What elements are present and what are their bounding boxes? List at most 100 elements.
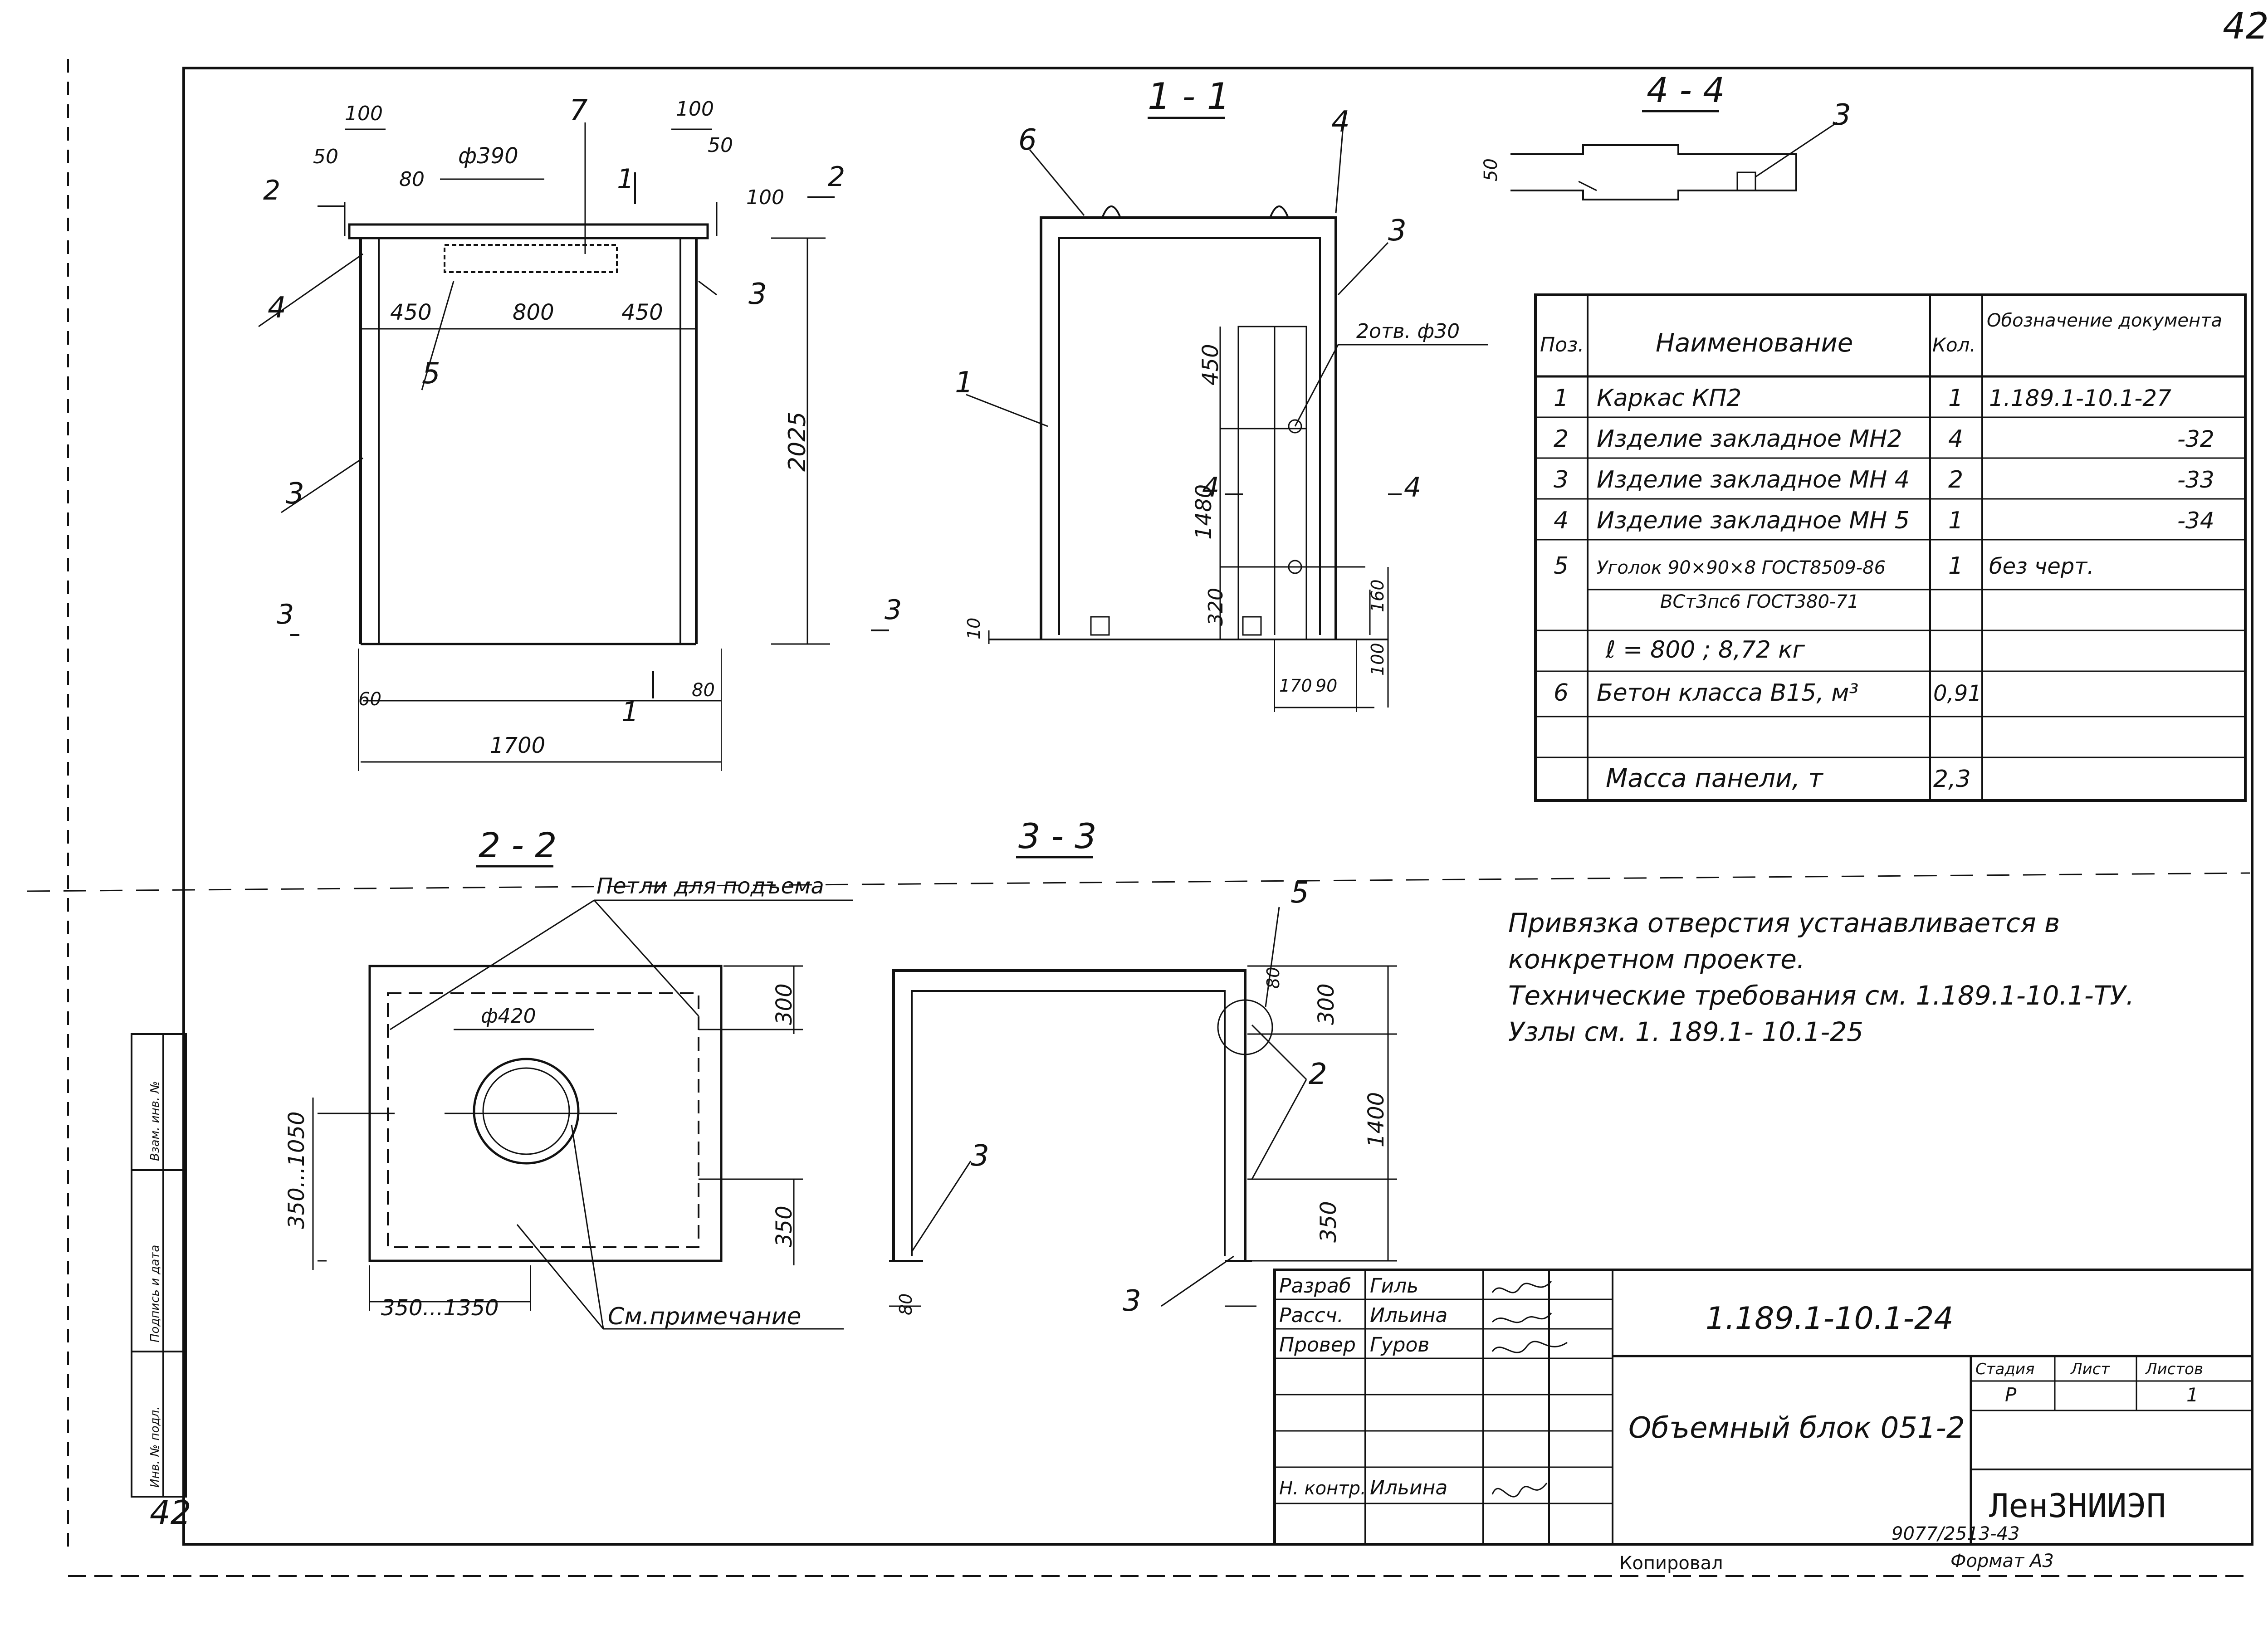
s22-dim: 350 [772, 1205, 797, 1247]
s33-callout: 2 [1309, 1058, 1327, 1091]
plan-dim: 50 [708, 134, 733, 157]
tb-role: Провер [1279, 1333, 1356, 1357]
plan-cut-mark: 3 [885, 594, 902, 626]
title-block: Разраб Рассч. Провер Н. контр. Гиль Ильи… [1273, 1269, 2253, 1546]
tb-stage-label: Стадия [1975, 1360, 2034, 1378]
tb-name: Гиль [1370, 1274, 1418, 1298]
section-2-2: ф420 300 350...1050 350 350...1350 Петли… [284, 873, 853, 1330]
format-label: Формат А3 [1950, 1551, 2054, 1571]
spec-cell: Уголок 90×90×8 ГОСТ8509-86 [1597, 557, 1886, 578]
spec-header-pos: Поз. [1540, 333, 1584, 356]
spec-cell: Каркас КП2 [1597, 385, 1741, 412]
note-line: Узлы см. 1. 189.1- 10.1-25 [1508, 1016, 1863, 1047]
s22-dim: 350...1350 [381, 1295, 499, 1321]
plan-cut-mark: 1 [621, 696, 639, 728]
spec-cell: 0,91 [1933, 681, 1982, 706]
s11-callout: 6 [1018, 123, 1037, 157]
plan-dim: 80 [692, 680, 715, 701]
s22-dim: 350...1050 [284, 1111, 309, 1229]
notes: Привязка отверстия устанавливается в кон… [1508, 908, 2134, 1047]
spec-cell: 2 [1554, 425, 1569, 453]
spec-cell: -32 [2177, 426, 2214, 452]
plan-cut-mark: 1 [617, 163, 634, 195]
s33-callout: 3 [971, 1139, 989, 1173]
plan-view: 100 50 80 ф390 100 50 100 450 800 450 20… [258, 94, 902, 771]
spec-cell: 1 [1948, 507, 1963, 534]
tb-organization: ЛенЗНИИЭП [1989, 1487, 2166, 1525]
plan-dim: 50 [313, 145, 338, 168]
stamp-signature-label: Подпись и дата [148, 1245, 162, 1342]
plan-cut-mark: 2 [828, 161, 845, 193]
s33-dim: 80 [896, 1293, 916, 1315]
s11-cut-mark: 4 [1202, 472, 1219, 503]
s22-note-label: См.примечание [608, 1303, 801, 1330]
plan-dim: 100 [746, 186, 784, 209]
s11-dim: 1480 [1191, 484, 1217, 540]
section-3-3: 80 300 1400 350 80 5 2 3 3 [889, 876, 1397, 1318]
spec-cell: Бетон класса В15, м³ [1597, 679, 1858, 707]
plan-dim: 450 [390, 300, 432, 325]
spec-cell: без черт. [1989, 554, 2094, 579]
plan-cut-mark: 3 [277, 599, 294, 630]
inventory-number: 9077/2513-43 [1892, 1523, 2019, 1544]
plan-dim: ф390 [458, 143, 518, 169]
s11-dim: 10 [964, 618, 984, 639]
spec-cell: Изделие закладное МН 4 [1597, 466, 1910, 493]
section-title-1-1: 1 - 1 [1148, 75, 1230, 117]
plan-callout: 7 [569, 94, 588, 127]
plan-dim: 800 [513, 300, 554, 325]
s33-dim: 350 [1316, 1201, 1341, 1243]
left-stamp: Инв. № подл. Подпись и дата Взам. инв. № [131, 1033, 187, 1498]
spec-cell: 4 [1948, 425, 1963, 453]
tb-role: Н. контр. [1279, 1478, 1366, 1499]
left-stamp-number: 42 [150, 1493, 191, 1532]
tb-sheets: 1 [2186, 1384, 2199, 1406]
copied-label: Копировал [1619, 1553, 1723, 1574]
plan-dim: 100 [676, 98, 714, 121]
s11-callout: 3 [1388, 214, 1407, 248]
page-number: 42 [2223, 5, 2268, 47]
note-line: Технические требования см. 1.189.1-10.1-… [1508, 980, 2134, 1011]
s33-dim: 300 [1314, 983, 1339, 1025]
spec-cell: 1 [1948, 385, 1963, 412]
spec-cell: -34 [2177, 508, 2214, 534]
s11-dim: 450 [1198, 344, 1223, 386]
section-title-3-3: 3 - 3 [1018, 816, 1096, 856]
spec-cell: Изделие закладное МН 5 [1597, 507, 1910, 534]
s11-dim: 170 [1279, 676, 1312, 696]
tb-document-code: 1.189.1-10.1-24 [1706, 1301, 1954, 1337]
section-1-1: 450 1480 320 10 160 100 170 90 2отв. ф30… [955, 105, 1488, 712]
s11-cut-mark: 4 [1404, 472, 1421, 503]
tb-sheets-label: Листов [2145, 1360, 2203, 1378]
spec-cell: 1 [1554, 385, 1569, 412]
spec-cell: Изделие закладное МН2 [1597, 425, 1902, 453]
s33-callout: 3 [1123, 1284, 1141, 1318]
spec-cell: Масса панели, т [1606, 764, 1823, 793]
plan-dim: 100 [345, 102, 383, 125]
s44-callout: 3 [1833, 98, 1851, 132]
s11-dim: 320 [1204, 588, 1227, 626]
plan-dim: 1700 [490, 733, 545, 758]
plan-callout: 3 [286, 477, 304, 511]
s22-dim: 300 [772, 983, 797, 1025]
tb-title: Объемный блок 051-2 [1628, 1411, 1965, 1445]
spec-cell: 5 [1554, 552, 1569, 580]
s11-dim: 90 [1315, 676, 1337, 696]
tb-name: Ильина [1370, 1304, 1447, 1327]
spec-cell: 3 [1554, 466, 1569, 493]
s44-dim: 50 [1481, 158, 1501, 181]
spec-header-doc: Обозначение документа [1987, 310, 2222, 331]
note-line: конкретном проекте. [1508, 944, 1805, 975]
plan-callout: 4 [268, 291, 286, 325]
spec-cell: 2 [1948, 466, 1963, 493]
plan-cut-mark: 2 [263, 175, 280, 206]
spec-cell: 1.189.1-10.1-27 [1989, 385, 2171, 411]
spec-cell: ℓ = 800 ; 8,72 кг [1605, 636, 1805, 664]
tb-role: Рассч. [1279, 1304, 1344, 1327]
sheet-frame [27, 59, 2253, 1577]
s11-callout: 1 [955, 366, 973, 400]
spec-cell: 2,3 [1933, 766, 1971, 793]
s11-hole-label: 2отв. ф30 [1356, 320, 1460, 343]
note-line: Привязка отверстия устанавливается в [1508, 908, 2060, 938]
